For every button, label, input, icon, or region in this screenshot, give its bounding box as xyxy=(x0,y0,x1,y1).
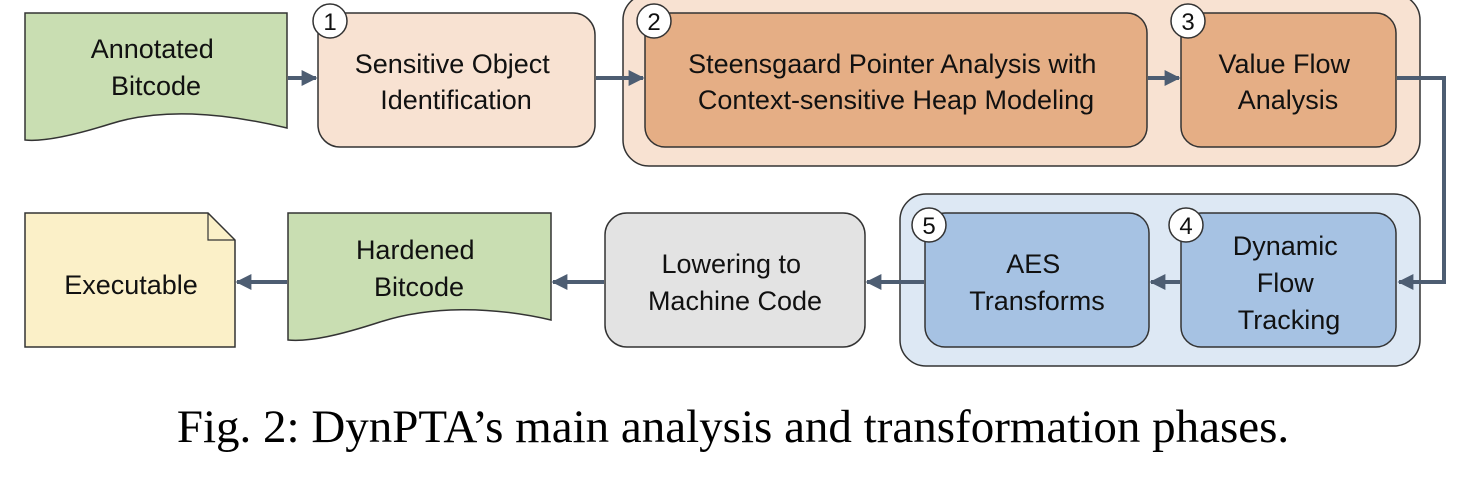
value-flow-analysis-label-line-1: Value Flow xyxy=(1218,49,1350,79)
phase-number-3: 3 xyxy=(1170,3,1206,39)
aes-transforms-node: AES Transforms xyxy=(924,212,1150,348)
steensgaard-label-line-2: Context-sensitive Heap Modeling xyxy=(698,85,1094,115)
svg-text:Hardened Bitcode: Hardened Bitcode xyxy=(356,235,482,302)
sensitive-object-identification-node: Sensitive Object Identification xyxy=(317,12,596,148)
phase-number-2: 2 xyxy=(636,3,672,39)
phase-number-1: 1 xyxy=(312,3,348,39)
phase-number-2-text: 2 xyxy=(647,9,660,36)
svg-text:Sensitive Object Identif: Sensitive Object Identification xyxy=(355,49,558,115)
dynamic-flow-tracking-node: Dynamic Flow Tracking xyxy=(1180,212,1397,348)
svg-text:Dynamic Flow Track: Dynamic Flow Tracking xyxy=(1233,231,1346,335)
svg-text:Value Flow Analysis: Value Flow Analysis xyxy=(1218,49,1357,115)
figure-caption: Fig. 2: DynPTA’s main analysis and trans… xyxy=(176,401,1290,453)
phase-number-1-text: 1 xyxy=(323,9,336,36)
value-flow-analysis-node: Value Flow Analysis xyxy=(1180,12,1397,148)
value-flow-analysis-label-line-2: Analysis xyxy=(1238,85,1339,115)
steensgaard-label-line-1: Steensgaard Pointer Analysis with xyxy=(688,49,1096,79)
svg-text:Steensgaard Pointer Analysis w: Steensgaard Pointer Analysis with Contex… xyxy=(688,49,1104,115)
arrow-value-flow-to-dynamic-tracking xyxy=(1397,76,1446,290)
sensitive-object-identification-label-line-2: Identification xyxy=(380,85,532,115)
lowering-to-machine-code-node: Lowering to Machine Code xyxy=(604,212,866,348)
phase-number-3-text: 3 xyxy=(1181,9,1194,36)
sensitive-object-identification-label-line-1: Sensitive Object xyxy=(355,49,551,79)
executable-label: Executable xyxy=(64,270,198,300)
hardened-bitcode-label-line-1: Hardened xyxy=(356,235,475,265)
phase-number-4: 4 xyxy=(1168,207,1204,243)
phase-number-5: 5 xyxy=(911,207,947,243)
phase-number-4-text: 4 xyxy=(1179,213,1192,240)
dynamic-flow-tracking-label-line-2: Flow xyxy=(1257,268,1315,298)
svg-text:Executable: Executable xyxy=(64,270,198,300)
svg-text:Lowering to Machine Code: Lowering to Machine Code xyxy=(648,249,822,316)
svg-text:Annotated Bitcode: Annotated Bitcode xyxy=(91,34,222,101)
aes-transforms-label-line-1: AES xyxy=(1006,249,1060,279)
annotated-bitcode-label-line-2: Bitcode xyxy=(111,71,201,101)
lowering-label-line-1: Lowering to xyxy=(661,249,801,279)
executable-node: Executable xyxy=(24,212,236,348)
hardened-bitcode-node: Hardened Bitcode xyxy=(287,212,552,342)
dynamic-flow-tracking-label-line-3: Tracking xyxy=(1238,305,1341,335)
annotated-bitcode-node: Annotated Bitcode xyxy=(24,12,288,142)
hardened-bitcode-label-line-2: Bitcode xyxy=(374,272,464,302)
svg-text:AES Transforms: AES Transforms xyxy=(969,249,1105,316)
aes-transforms-label-line-2: Transforms xyxy=(969,286,1105,316)
phase-number-5-text: 5 xyxy=(922,213,935,240)
lowering-label-line-2: Machine Code xyxy=(648,286,822,316)
annotated-bitcode-label-line-1: Annotated xyxy=(91,34,214,64)
steensgaard-pointer-analysis-node: Steensgaard Pointer Analysis with Contex… xyxy=(644,12,1148,148)
dynamic-flow-tracking-label-line-1: Dynamic xyxy=(1233,231,1338,261)
